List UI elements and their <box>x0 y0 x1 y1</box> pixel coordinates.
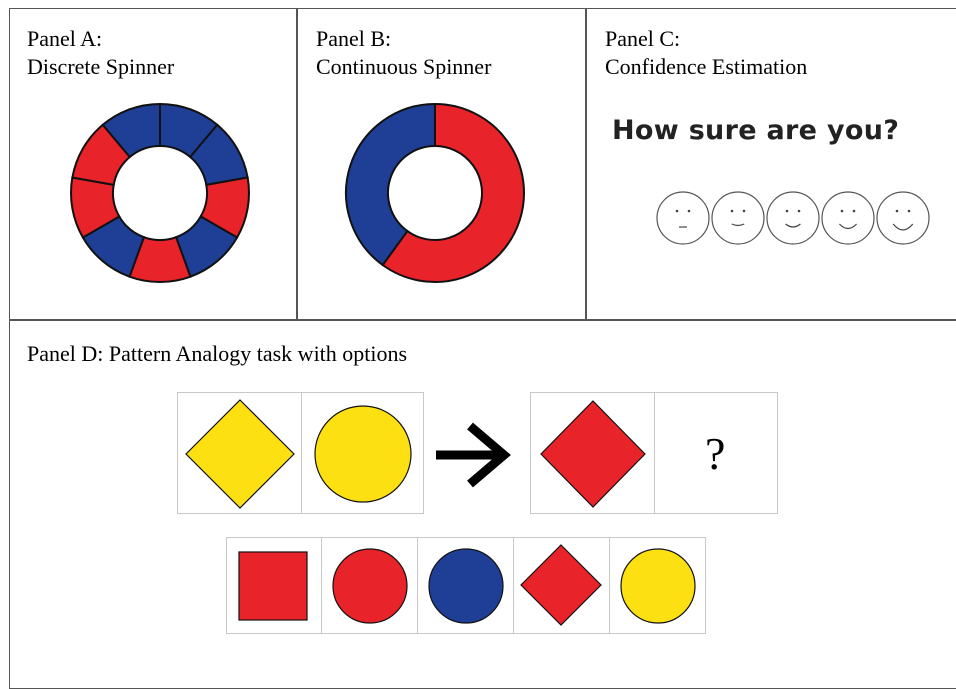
spinner-segment-blue <box>101 102 161 159</box>
red-diamond-icon <box>540 400 646 508</box>
panel-c-label: Panel C: <box>605 26 681 51</box>
confidence-question: How sure are you? <box>612 115 900 146</box>
option-5[interactable] <box>609 537 706 634</box>
red-diamond-option-icon <box>520 544 602 626</box>
yellow-circle-icon <box>314 405 412 503</box>
blue-circle-icon <box>428 548 504 624</box>
continuous-spinner <box>345 102 525 283</box>
spinner-red-region <box>381 102 525 283</box>
panel-b-frame <box>296 8 587 321</box>
panel-a-subtitle: Discrete Spinner <box>27 54 175 79</box>
panel-b-label: Panel B: <box>316 26 392 51</box>
panel-d-title: Panel D: Pattern Analogy task with optio… <box>27 341 408 366</box>
panel-b-title: Panel B: Continuous Spinner <box>316 25 491 81</box>
arrow-right-icon <box>436 422 511 488</box>
analogy-cell-2 <box>301 392 424 514</box>
red-square-icon <box>238 551 308 621</box>
analogy-cell-unknown: ? <box>654 392 778 514</box>
panel-a-frame <box>9 8 298 321</box>
face-neutral-icon[interactable] <box>656 191 710 245</box>
option-4[interactable] <box>513 537 610 634</box>
red-circle-icon <box>332 548 408 624</box>
panel-a-title: Panel A: Discrete Spinner <box>27 25 174 81</box>
face-bigger-smile-icon[interactable] <box>821 191 875 245</box>
panel-c-frame <box>585 8 956 321</box>
option-2[interactable] <box>321 537 418 634</box>
yellow-diamond-icon <box>185 399 295 509</box>
panel-a-label: Panel A: <box>27 26 103 51</box>
panel-b-subtitle: Continuous Spinner <box>316 54 492 79</box>
yellow-circle-option-icon <box>620 548 696 624</box>
face-big-smile-icon[interactable] <box>876 191 930 245</box>
analogy-cell-3 <box>530 392 655 514</box>
discrete-spinner <box>70 102 250 283</box>
analogy-cell-1 <box>177 392 302 514</box>
option-1[interactable] <box>226 537 322 634</box>
unknown-marker: ? <box>705 428 726 479</box>
panel-c-title: Panel C: Confidence Estimation <box>605 25 807 81</box>
option-3[interactable] <box>417 537 514 634</box>
confidence-scale <box>656 191 930 245</box>
face-slight-smile-icon[interactable] <box>711 191 765 245</box>
panel-c-subtitle: Confidence Estimation <box>605 54 808 79</box>
spinner-blue-region <box>345 102 436 267</box>
face-smile-icon[interactable] <box>766 191 820 245</box>
